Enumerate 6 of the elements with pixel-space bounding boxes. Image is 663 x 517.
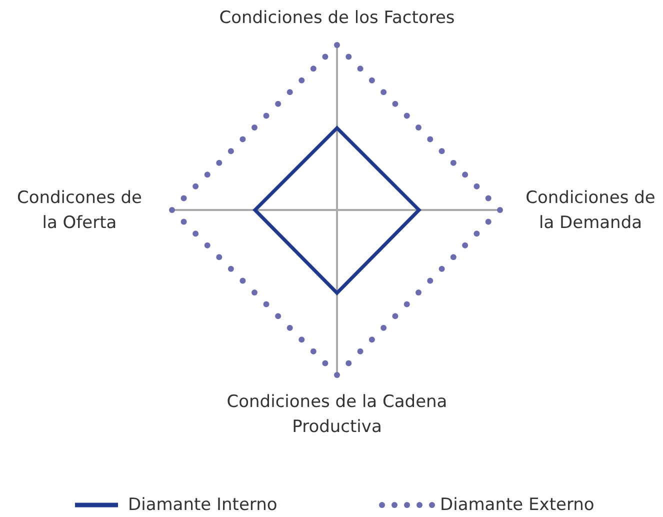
legend-text: Diamante Interno [128,494,278,516]
axis-label: Condicones de la Oferta [16,187,144,235]
axis-label: Condiciones de la Demanda [524,187,656,235]
legend-text: Diamante Externo [440,494,594,516]
axis-label: Condiciones de la Cadena Productiva [226,391,448,439]
axis-label: Condiciones de los Factores [218,7,456,30]
